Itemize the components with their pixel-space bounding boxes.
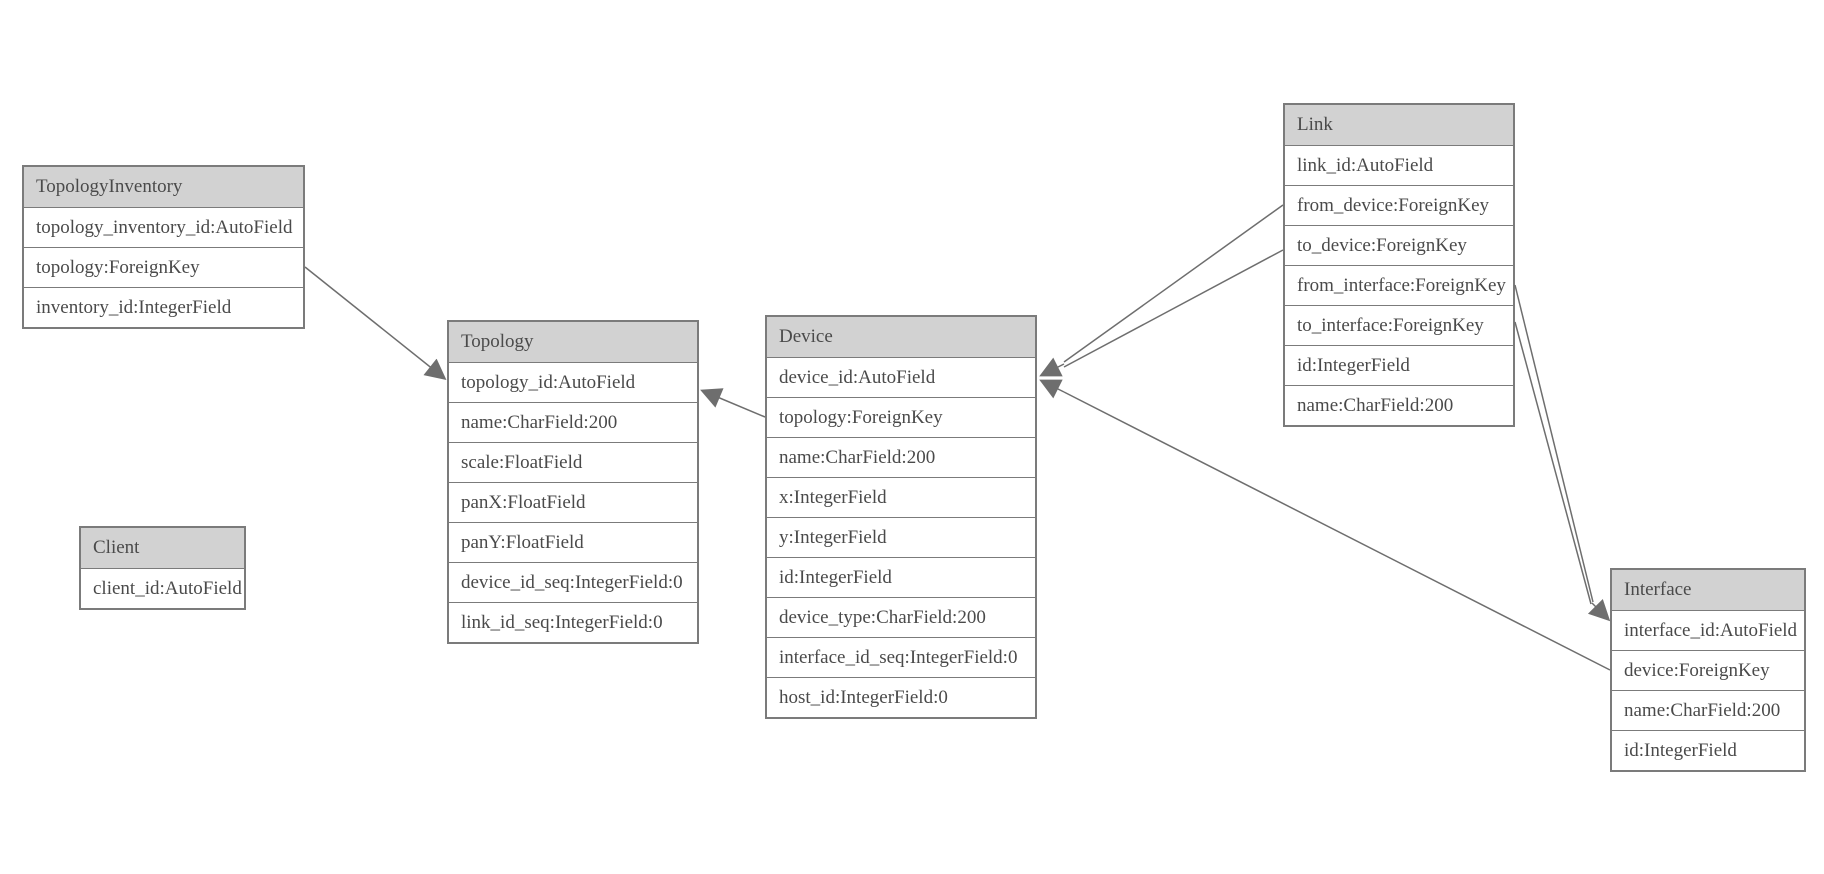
edge-device-to-topology xyxy=(700,388,766,418)
field-interface-id: interface_id:AutoField xyxy=(1612,610,1804,650)
field-to-device: to_device:ForeignKey xyxy=(1285,225,1513,265)
entity-device-title: Device xyxy=(767,317,1035,357)
entity-topologyinventory-title: TopologyInventory xyxy=(24,167,303,207)
edge-link-to-device xyxy=(1039,204,1284,377)
field-scale: scale:FloatField xyxy=(449,442,697,482)
entity-link: Link link_id:AutoField from_device:Forei… xyxy=(1283,103,1515,427)
field-x: x:IntegerField xyxy=(767,477,1035,517)
entity-link-title: Link xyxy=(1285,105,1513,145)
field-name: name:CharField:200 xyxy=(767,437,1035,477)
field-device-fk: device:ForeignKey xyxy=(1612,650,1804,690)
field-topology-fk: topology:ForeignKey xyxy=(767,397,1035,437)
field-topology-inventory-id: topology_inventory_id:AutoField xyxy=(24,207,303,247)
field-id: id:IntegerField xyxy=(767,557,1035,597)
field-interface-id-seq: interface_id_seq:IntegerField:0 xyxy=(767,637,1035,677)
field-link-id: link_id:AutoField xyxy=(1285,145,1513,185)
entity-topology: Topology topology_id:AutoField name:Char… xyxy=(447,320,699,644)
entity-client-title: Client xyxy=(81,528,244,568)
field-device-id-seq: device_id_seq:IntegerField:0 xyxy=(449,562,697,602)
field-y: y:IntegerField xyxy=(767,517,1035,557)
entity-interface-title: Interface xyxy=(1612,570,1804,610)
field-client-id: client_id:AutoField xyxy=(81,568,244,608)
field-id: id:IntegerField xyxy=(1612,730,1804,770)
field-pany: panY:FloatField xyxy=(449,522,697,562)
entity-topology-title: Topology xyxy=(449,322,697,362)
field-name: name:CharField:200 xyxy=(1285,385,1513,425)
field-from-interface: from_interface:ForeignKey xyxy=(1285,265,1513,305)
field-to-interface: to_interface:ForeignKey xyxy=(1285,305,1513,345)
field-host-id: host_id:IntegerField:0 xyxy=(767,677,1035,717)
field-panx: panX:FloatField xyxy=(449,482,697,522)
field-inventory-id: inventory_id:IntegerField xyxy=(24,287,303,327)
edge-topologyinventory-to-topology xyxy=(304,266,447,380)
entity-device: Device device_id:AutoField topology:Fore… xyxy=(765,315,1037,719)
field-topology-id: topology_id:AutoField xyxy=(449,362,697,402)
entity-client: Client client_id:AutoField xyxy=(79,526,246,610)
entity-interface: Interface interface_id:AutoField device:… xyxy=(1610,568,1806,772)
entity-topologyinventory: TopologyInventory topology_inventory_id:… xyxy=(22,165,305,329)
field-id: id:IntegerField xyxy=(1285,345,1513,385)
edge-link-to-interface xyxy=(1514,284,1611,622)
field-device-id: device_id:AutoField xyxy=(767,357,1035,397)
field-device-type: device_type:CharField:200 xyxy=(767,597,1035,637)
field-topology-fk: topology:ForeignKey xyxy=(24,247,303,287)
field-name: name:CharField:200 xyxy=(1612,690,1804,730)
field-link-id-seq: link_id_seq:IntegerField:0 xyxy=(449,602,697,642)
field-from-device: from_device:ForeignKey xyxy=(1285,185,1513,225)
field-name: name:CharField:200 xyxy=(449,402,697,442)
